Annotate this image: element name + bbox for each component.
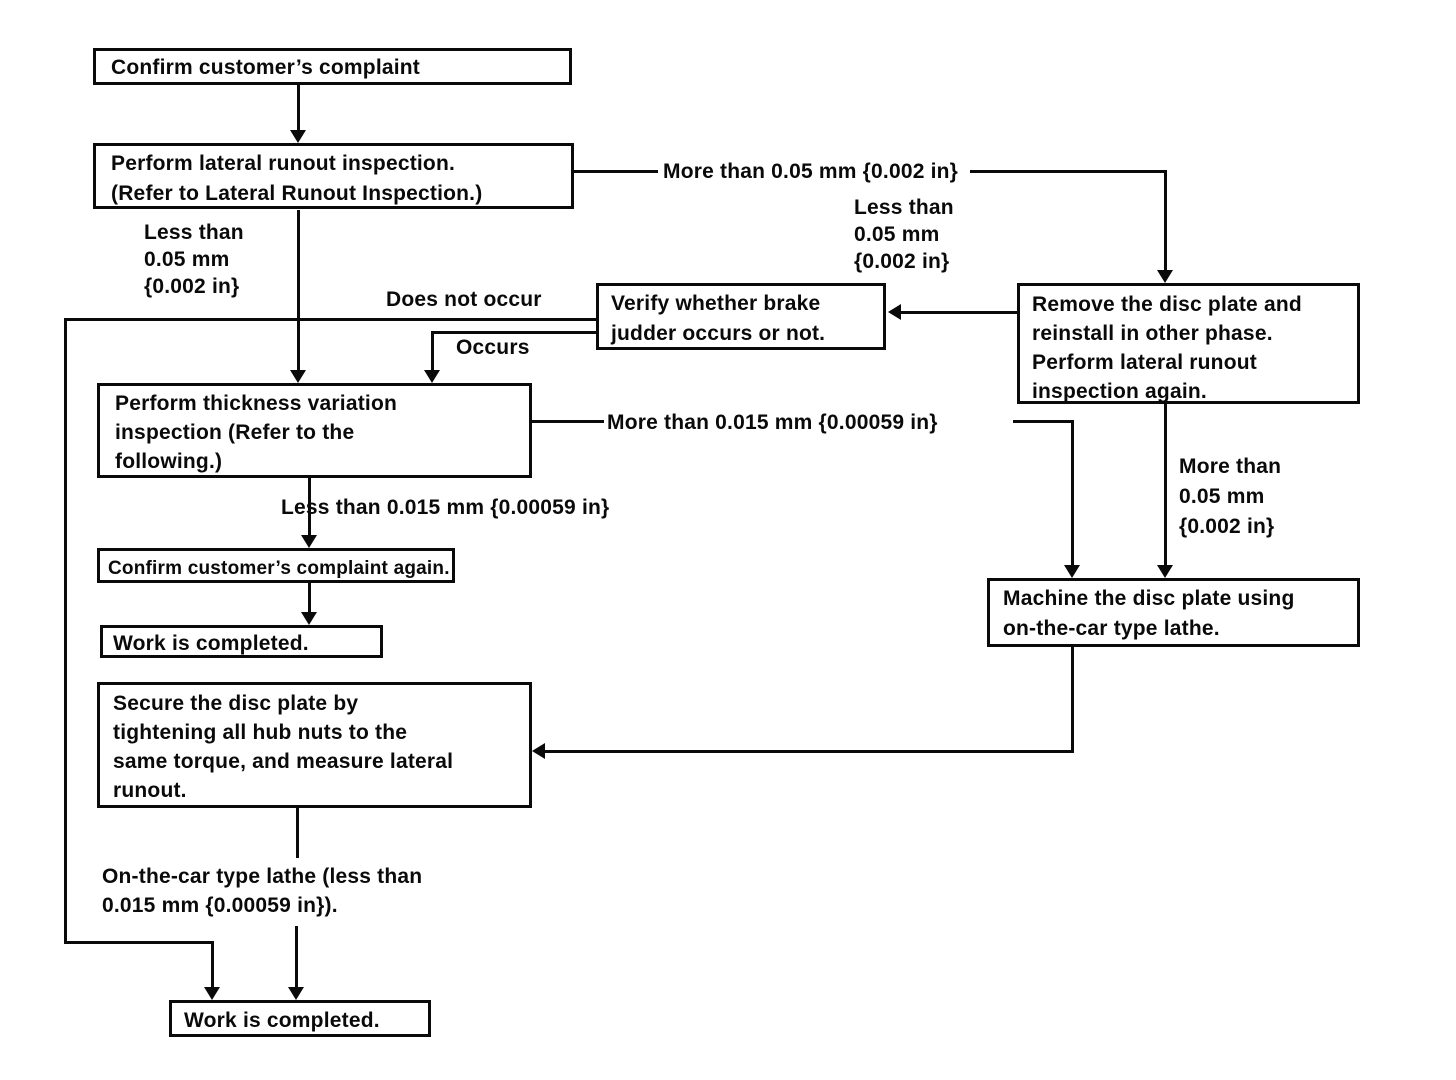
- node-thickness-variation-inspection: Perform thickness variation inspection (…: [97, 383, 532, 478]
- label-less-than-005-left: Less than 0.05 mm {0.002 in}: [144, 221, 244, 298]
- label-more-than-0015: More than 0.015 mm {0.00059 in}: [607, 411, 938, 434]
- connector-lateral-to-remove-seg1: [574, 170, 658, 173]
- arrowhead-down-icon: [1157, 270, 1173, 283]
- connector-thickness-to-confirm-again: [308, 478, 311, 536]
- connector-doesnotoccur-seg1: [64, 318, 597, 321]
- connector-confirm-again-to-work: [308, 583, 311, 613]
- node-verify-brake-judder: Verify whether brake judder occurs or no…: [596, 283, 886, 350]
- arrowhead-down-icon: [290, 370, 306, 383]
- connector-thickness-to-machine-seg2: [1013, 420, 1074, 423]
- arrowhead-down-icon: [424, 370, 440, 383]
- connector-occurs-seg1: [432, 331, 597, 334]
- arrowhead-down-icon: [1157, 565, 1173, 578]
- arrowhead-down-icon: [204, 987, 220, 1000]
- label-less-than-005-right: Less than 0.05 mm {0.002 in}: [854, 196, 954, 273]
- connector-thickness-to-machine-seg3: [1071, 420, 1074, 567]
- arrowhead-down-icon: [290, 130, 306, 143]
- arrowhead-left-icon: [888, 304, 901, 320]
- label-does-not-occur: Does not occur: [386, 288, 542, 311]
- label-more-than-005-top: More than 0.05 mm {0.002 in}: [663, 160, 959, 183]
- connector-lateral-to-remove-seg3: [1164, 170, 1167, 272]
- connector-thickness-to-machine-seg1: [532, 420, 604, 423]
- connector-doesnotoccur-seg3: [64, 941, 214, 944]
- connector-remove-to-machine: [1164, 404, 1167, 567]
- arrowhead-down-icon: [288, 987, 304, 1000]
- node-confirm-complaint-again: Confirm customer’s complaint again.: [97, 548, 455, 583]
- connector-confirm-to-lateral: [297, 85, 300, 133]
- node-work-completed-upper: Work is completed.: [100, 625, 383, 658]
- node-remove-reinstall-disc: Remove the disc plate and reinstall in o…: [1017, 283, 1360, 404]
- label-less-than-0015: Less than 0.015 mm {0.00059 in}: [281, 496, 610, 519]
- node-machine-disc-plate: Machine the disc plate using on-the-car …: [987, 578, 1360, 647]
- connector-secure-to-work-seg2: [295, 926, 298, 988]
- arrowhead-down-icon: [301, 535, 317, 548]
- arrowhead-down-icon: [1064, 565, 1080, 578]
- connector-machine-to-secure-seg1: [1071, 647, 1074, 753]
- node-work-completed-lower: Work is completed.: [169, 1000, 431, 1037]
- connector-machine-to-secure-seg2: [545, 750, 1074, 753]
- arrowhead-left-icon: [532, 743, 545, 759]
- connector-lateral-to-remove-seg2: [970, 170, 1167, 173]
- connector-secure-to-work-seg1: [296, 808, 299, 858]
- label-occurs: Occurs: [456, 336, 530, 359]
- node-lateral-runout-inspection: Perform lateral runout inspection. (Refe…: [93, 143, 574, 209]
- connector-lateral-to-thickness: [297, 210, 300, 370]
- node-secure-disc-plate: Secure the disc plate by tightening all …: [97, 682, 532, 808]
- arrowhead-down-icon: [301, 612, 317, 625]
- connector-doesnotoccur-seg2: [64, 318, 67, 944]
- connector-occurs-seg2: [431, 331, 434, 371]
- label-on-the-car-lathe: On-the-car type lathe (less than 0.015 m…: [102, 865, 423, 917]
- label-more-than-005-bottom: More than 0.05 mm {0.002 in}: [1179, 455, 1282, 538]
- connector-remove-to-verify: [901, 311, 1017, 314]
- connector-doesnotoccur-seg4: [211, 941, 214, 988]
- node-confirm-complaint: Confirm customer’s complaint: [93, 48, 572, 85]
